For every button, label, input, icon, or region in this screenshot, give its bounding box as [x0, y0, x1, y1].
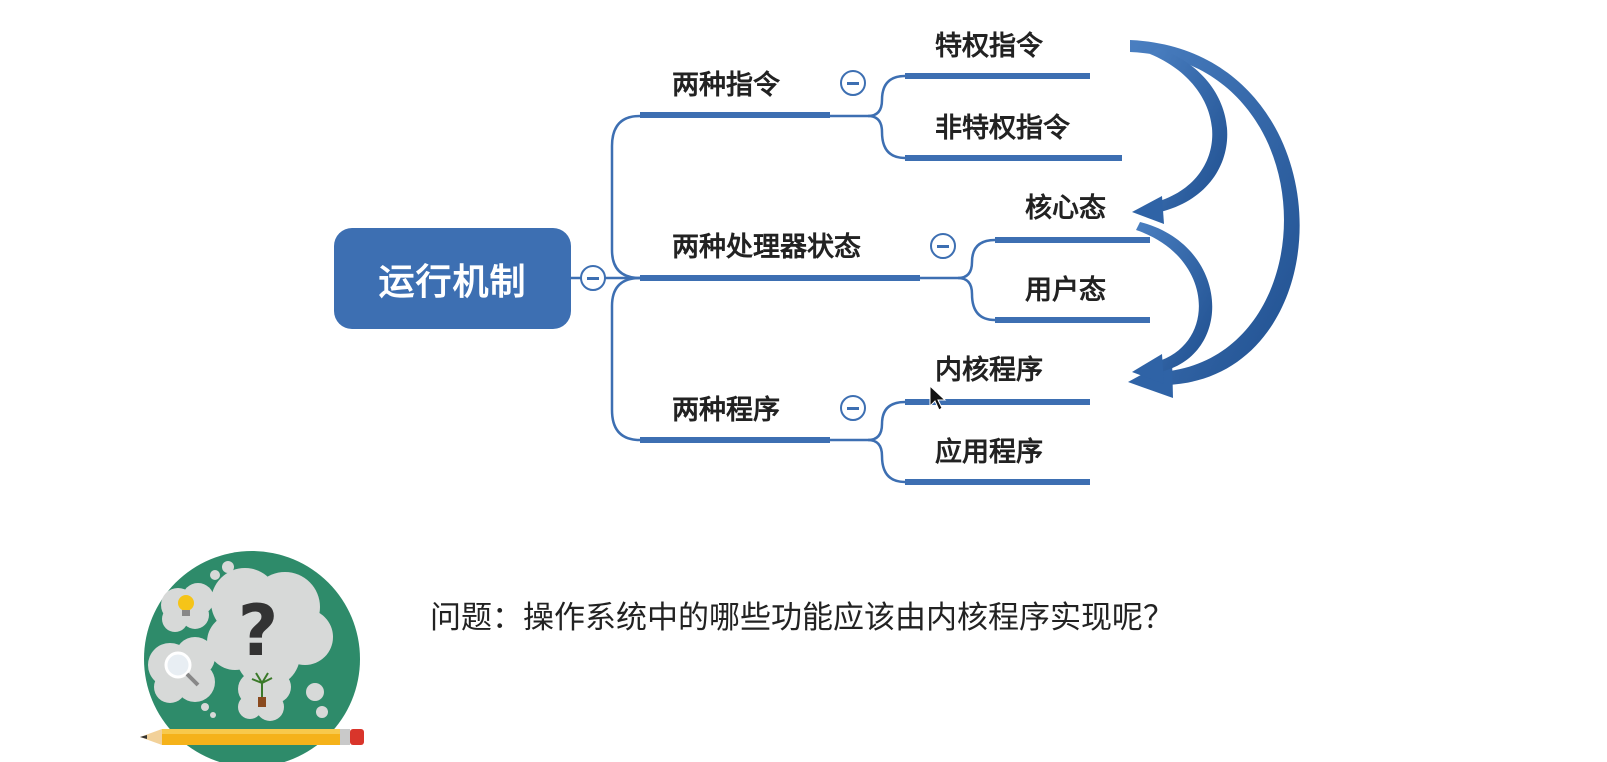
collapse-root-button[interactable] [580, 265, 606, 291]
leaf-underline [905, 155, 1122, 161]
question-mark: ? [238, 590, 279, 672]
arrow-privileged-to-kernel-mode [1150, 48, 1228, 212]
branch-label-instructions[interactable]: 两种指令 [672, 70, 780, 101]
branch-underline [640, 112, 830, 118]
leaf-underline [905, 73, 1090, 79]
leaf-label-user-mode[interactable]: 用户态 [1025, 275, 1106, 306]
leaf-underline [905, 479, 1090, 485]
collapse-branch-2-button[interactable] [930, 233, 956, 259]
collapse-branch-3-button[interactable] [840, 395, 866, 421]
leaf-label-application-program[interactable]: 应用程序 [935, 437, 1043, 468]
leaf-underline [995, 317, 1150, 323]
root-label: 运行机制 [378, 261, 527, 303]
leaf-label-kernel-program[interactable]: 内核程序 [935, 355, 1043, 386]
arrowhead [1132, 196, 1164, 224]
leaf-underline [905, 399, 1090, 405]
thinking-bubbles-icon: ? [140, 551, 364, 762]
branch-label-processor-states[interactable]: 两种处理器状态 [672, 232, 861, 263]
leaf-label-non-privileged-instruction[interactable]: 非特权指令 [935, 113, 1070, 144]
arrowhead [1132, 354, 1164, 384]
branch-underline [640, 437, 830, 443]
leaf-underline [995, 237, 1150, 243]
branch-label-programs[interactable]: 两种程序 [672, 395, 780, 426]
collapse-branch-1-button[interactable] [840, 70, 866, 96]
leaf-label-privileged-instruction[interactable]: 特权指令 [935, 31, 1043, 62]
branch-underline [640, 275, 920, 281]
root-node[interactable]: 运行机制 [334, 228, 571, 329]
arrow-kernel-mode-to-kernel-program [1136, 222, 1213, 372]
question-text: 问题：操作系统中的哪些功能应该由内核程序实现呢？ [430, 600, 1174, 636]
leaf-label-kernel-mode[interactable]: 核心态 [1025, 193, 1106, 224]
mouse-cursor-icon [929, 384, 947, 411]
